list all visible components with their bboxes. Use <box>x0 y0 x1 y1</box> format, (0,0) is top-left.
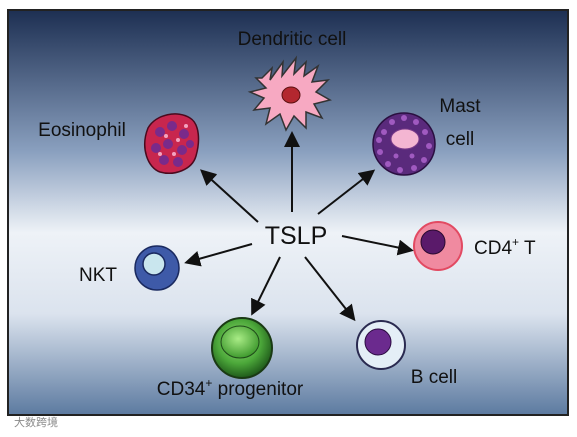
mast-cell-label-line2: cell <box>446 129 475 150</box>
arrow-to-nkt <box>184 243 253 267</box>
cd34-progenitor-icon <box>211 317 273 379</box>
cd34-label-main: CD34 <box>157 379 206 400</box>
cd4t-label-main: CD4 <box>474 238 512 259</box>
arrow-to-eosinophil <box>200 169 259 223</box>
nkt-label: NKT <box>79 265 117 286</box>
mast-cell-icon <box>372 112 436 176</box>
arrow-to-mast <box>317 169 376 215</box>
cd34-label: CD34+ progenitor <box>157 376 304 400</box>
cd34-label-sup: + <box>205 376 212 390</box>
tslp-label: TSLP <box>265 222 328 250</box>
arrow-to-cd34 <box>251 256 281 316</box>
arrow-to-cd4t <box>341 235 414 256</box>
arrows <box>184 131 414 322</box>
cd4t-label: CD4+ T <box>474 235 536 259</box>
cd34-label-tail: progenitor <box>212 379 304 400</box>
cd4t-label-sup: + <box>512 235 519 249</box>
cd4t-cell-icon <box>413 221 463 271</box>
cd4t-label-tail: T <box>519 238 536 259</box>
bcell-icon <box>356 320 406 370</box>
dendritic-cell-icon <box>247 55 332 132</box>
eosinophil-icon <box>144 113 200 174</box>
nkt-cell-icon <box>134 245 180 291</box>
dendritic-cell-label: Dendritic cell <box>238 29 347 50</box>
watermark: 大数跨境 <box>14 415 58 429</box>
mast-cell-label-line1: Mast <box>439 96 481 117</box>
bcell-label: B cell <box>411 367 457 388</box>
eosinophil-label: Eosinophil <box>38 120 126 141</box>
arrow-to-bcell <box>304 256 356 322</box>
